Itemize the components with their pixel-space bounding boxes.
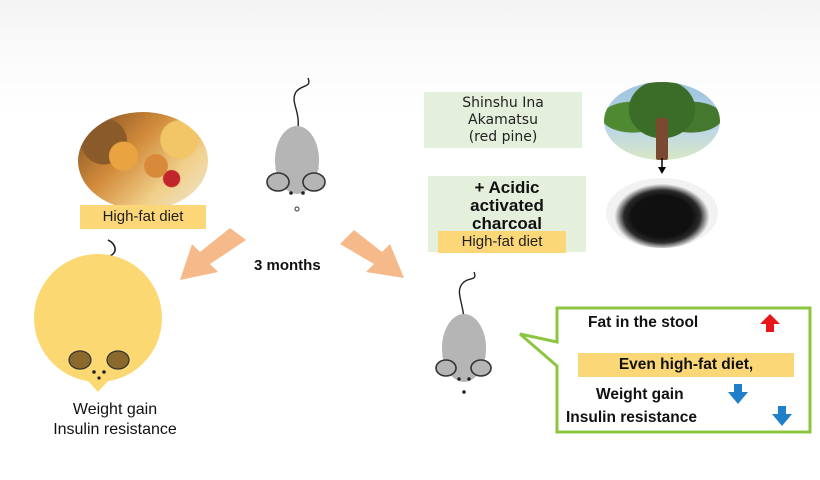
activated-charcoal-photo — [606, 178, 718, 248]
callout-insulin-resistance: Insulin resistance — [566, 409, 697, 426]
pine-label-line2: Akamatsu — [468, 112, 538, 128]
high-fat-diet-label-right: High-fat diet — [438, 231, 566, 253]
obese-mouse-icon — [34, 239, 162, 392]
charcoal-label-line3: charcoal — [472, 214, 542, 233]
mouse-top-icon — [266, 77, 326, 212]
left-outcome-weight-gain: Weight gain — [72, 401, 158, 418]
left-diet-arrow — [180, 228, 246, 280]
right-diet-arrow — [340, 230, 404, 278]
charcoal-label-line2: activated — [470, 196, 544, 215]
pine-label-line3: (red pine) — [468, 129, 538, 145]
left-outcome-insulin-resistance: Insulin resistance — [53, 421, 177, 438]
callout-even-high-fat-diet: Even high-fat diet, — [578, 353, 794, 377]
processing-arrow — [658, 158, 666, 174]
duration-label: 3 months — [254, 257, 321, 274]
high-fat-food-photo — [78, 112, 208, 210]
acidic-charcoal-label: + Acidic activated charcoal — [428, 179, 586, 233]
callout-fat-in-stool: Fat in the stool — [588, 314, 699, 331]
insulin-resistance-down-arrow-icon — [772, 406, 792, 426]
red-pine-tree-photo — [604, 82, 720, 160]
fat-in-stool-up-arrow-icon — [760, 314, 780, 332]
weight-gain-down-arrow-icon — [728, 384, 748, 404]
left-outcome-text: Weight gain Insulin resistance — [30, 400, 200, 440]
high-fat-diet-label-left: High-fat diet — [80, 205, 206, 229]
charcoal-label-line1: + Acidic — [474, 178, 540, 197]
callout-weight-gain: Weight gain — [596, 386, 684, 403]
lean-mouse-icon — [435, 271, 492, 394]
pine-label-line1: Shinshu Ina — [462, 95, 544, 111]
red-pine-label: Shinshu Ina Akamatsu (red pine) — [424, 92, 582, 148]
